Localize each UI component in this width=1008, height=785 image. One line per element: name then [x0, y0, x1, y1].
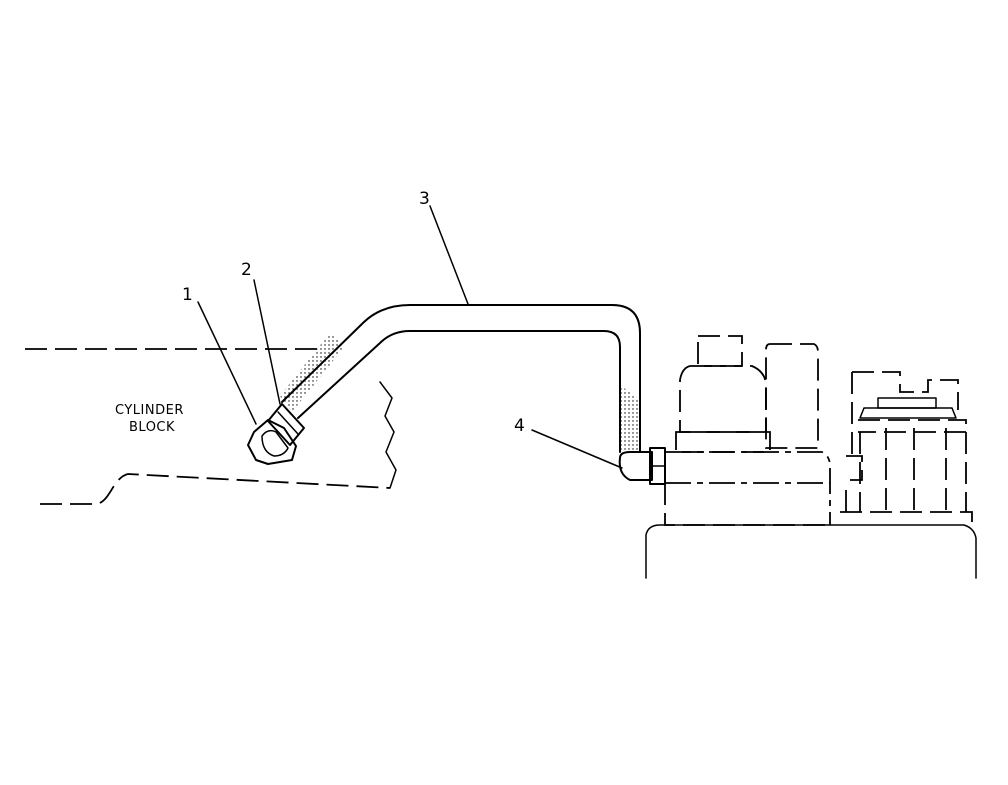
callout-2: 2 — [241, 260, 252, 280]
pump-housing — [645, 335, 977, 579]
callout-3: 3 — [419, 189, 430, 209]
cylinder-block-label-line2: BLOCK — [129, 420, 175, 435]
cylinder-block-label-line1: CYLINDER — [115, 403, 184, 418]
callout-4: 4 — [514, 416, 525, 436]
leader-lines — [197, 205, 623, 469]
callout-1: 1 — [182, 285, 193, 305]
cylinder-block-outline — [25, 348, 397, 505]
connector-fitting — [618, 447, 666, 485]
tube-nut — [267, 403, 305, 446]
governor-housing — [840, 371, 973, 524]
fuel-line-tube — [280, 304, 641, 453]
elbow-fitting — [247, 419, 297, 465]
